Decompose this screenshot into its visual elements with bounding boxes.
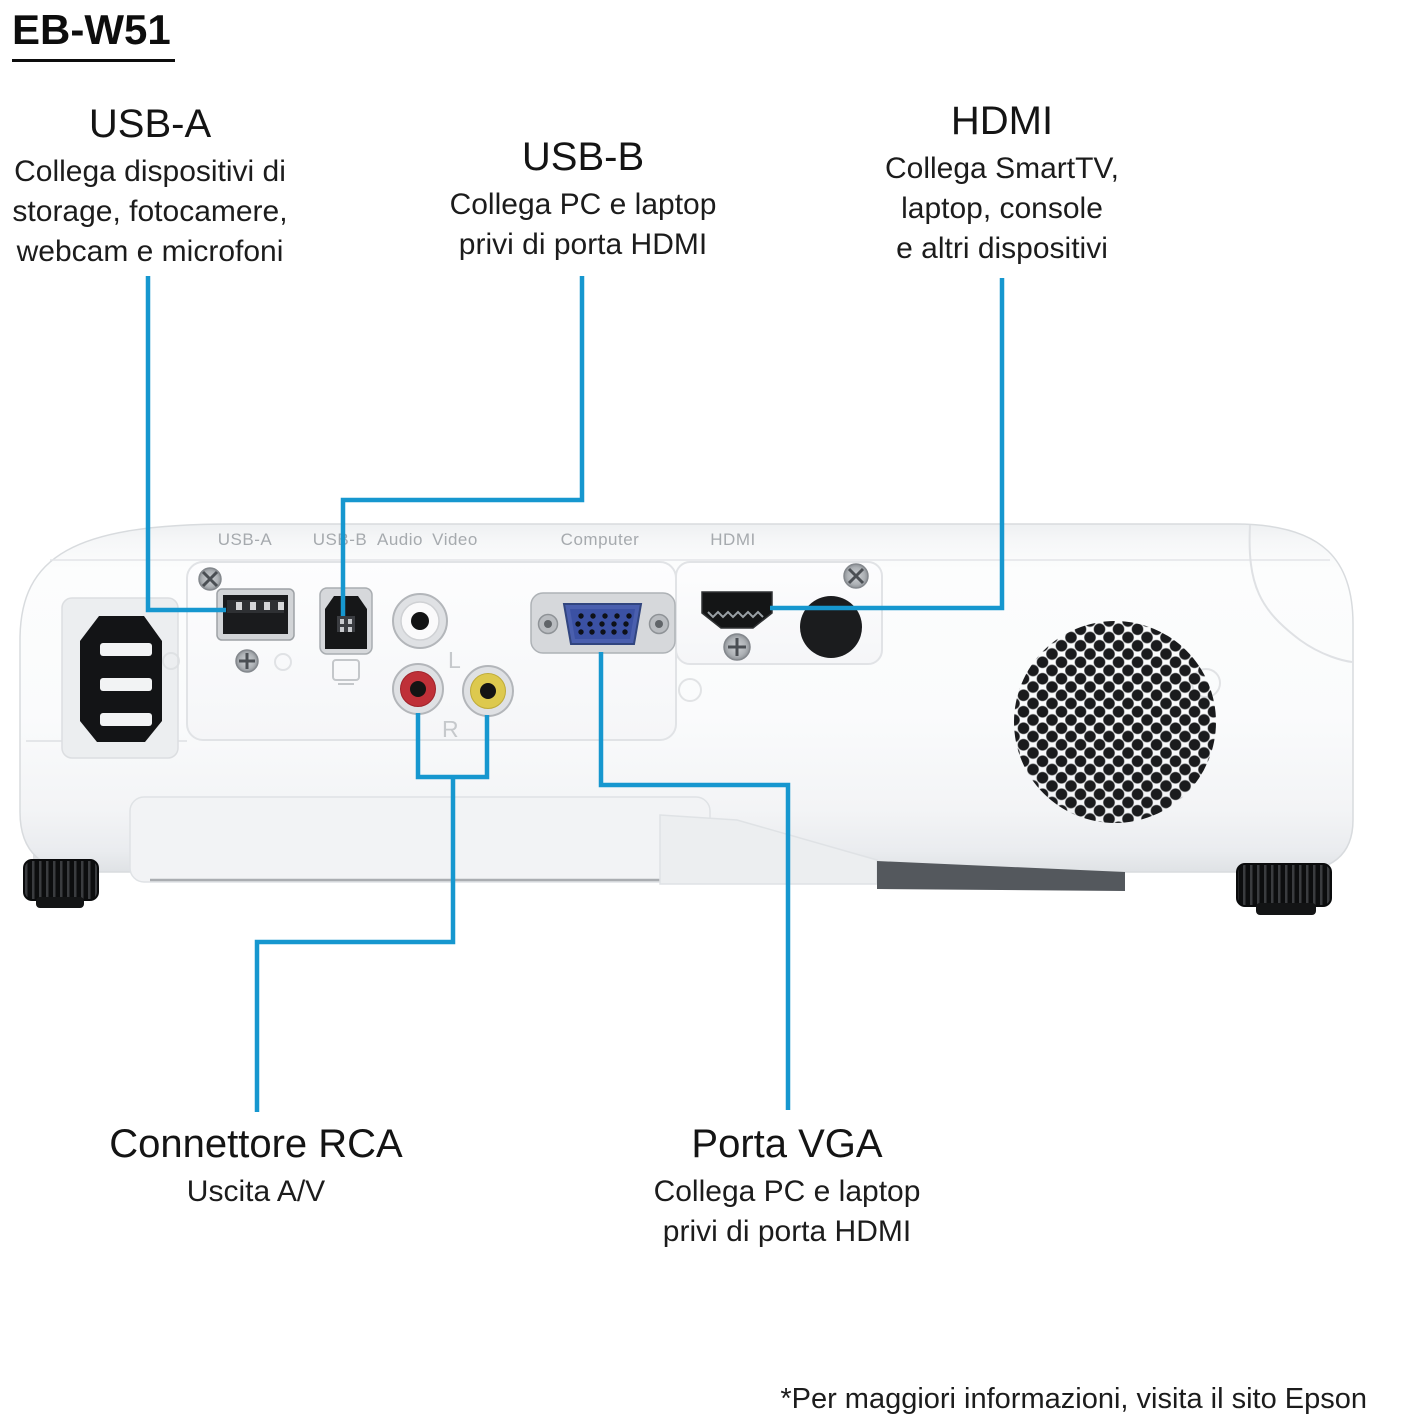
vga-port [530,592,676,654]
power-inlet [61,597,179,759]
callout-usb-a-line: webcam e microfoni [16,235,284,268]
callout-hdmi-line: laptop, console [901,192,1103,225]
hdmi-port [701,591,773,629]
port-label-usb-a: USB-A [218,530,273,549]
port-label-usb-b: USB-B [313,530,367,549]
callout-vga-line: Collega PC e laptop [653,1175,921,1208]
callout-usb-b-title: USB-B [521,135,645,179]
audio-rca-port-red [392,663,444,715]
channel-label-left: L [448,647,461,673]
audio-rca-port-white [392,593,448,649]
ir-sensor [800,596,862,658]
callout-vga: Porta VGA Collega PC e laptop privi di p… [654,1120,921,1252]
usb-a-port [216,588,295,641]
callout-line-usb-a [145,276,226,613]
screw-icon [198,567,222,591]
screw-icon [723,633,751,661]
callout-rca-title: Connettore RCA [109,1122,403,1166]
front-foot-right [1236,863,1332,915]
port-label-video: Video [432,530,478,549]
port-label-computer: Computer [561,530,640,549]
callout-line-rca-stem [254,775,456,1112]
underside-shadow [877,861,1125,891]
callout-line-usb-b [340,276,585,616]
callout-usb-a-title: USB-A [88,102,212,146]
callout-vga-line: privi di porta HDMI [662,1215,912,1248]
footnote: *Per maggiori informazioni, visita il si… [780,1383,1367,1415]
callout-usb-a: USB-A Collega dispositivi di storage, fo… [12,100,287,272]
callout-hdmi-line: e altri dispositivi [896,232,1108,265]
callout-usb-a-line: Collega dispositivi di [14,155,286,188]
front-foot-left [23,859,99,908]
projector-body: USB-A USB-B Audio Video Computer HDMI [19,523,1354,915]
port-label-audio: Audio [377,530,423,549]
callout-rca-line: Uscita A/V [186,1175,326,1208]
callout-usb-b: USB-B Collega PC e laptop privi di porta… [450,133,717,265]
callout-line-vga [598,652,791,1110]
screw-icon [235,649,259,673]
screw-icon [843,563,869,589]
callout-line-hdmi [770,278,1005,611]
callout-hdmi-title: HDMI [950,99,1054,143]
speaker-grille [1014,621,1216,823]
usb-b-device-icon [332,659,360,681]
page-title: EB-W51 [12,6,175,62]
callout-usb-a-line: storage, fotocamere, [12,195,288,228]
usb-b-port [319,587,373,685]
callout-hdmi: HDMI Collega SmartTV, laptop, console e … [885,97,1119,269]
callout-hdmi-line: Collega SmartTV, [885,152,1119,185]
callout-usb-b-line: privi di porta HDMI [458,228,708,261]
port-label-hdmi: HDMI [710,530,755,549]
channel-label-right: R [442,716,459,742]
callout-rca: Connettore RCA Uscita A/V [109,1120,402,1212]
callout-vga-title: Porta VGA [691,1122,883,1166]
video-rca-port-yellow [462,665,514,717]
callout-usb-b-line: Collega PC e laptop [449,188,717,221]
callout-lines [145,276,1005,1112]
bottom-filter-bar [129,796,711,883]
